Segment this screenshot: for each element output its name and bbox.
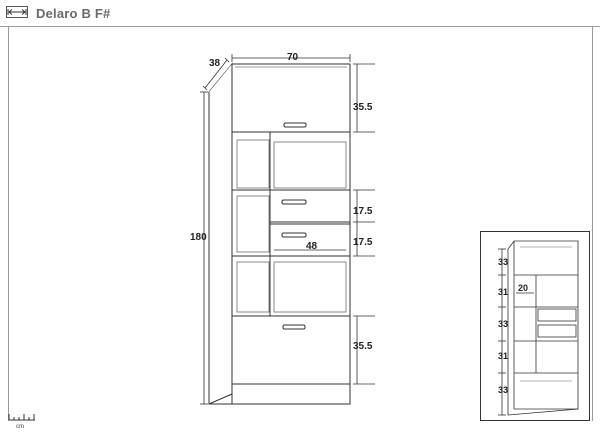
top-door-handle — [283, 122, 307, 128]
inset-shelf-height-4: 31 — [498, 351, 508, 361]
inset-shelf-width: 20 — [518, 283, 528, 293]
inset-shelf-height-2: 31 — [498, 287, 508, 297]
frame-right-border — [592, 26, 593, 421]
dim-width: 70 — [287, 52, 299, 63]
dim-height: 180 — [190, 232, 207, 243]
width-measure-icon — [6, 6, 28, 18]
ruler-icon — [8, 414, 35, 421]
dim-drawer-bottom: 17.5 — [353, 237, 373, 248]
inset-shelf-height-1: 33 — [498, 257, 508, 267]
bottom-door-handle — [282, 324, 306, 330]
lower-drawer-handle — [281, 232, 307, 238]
dim-inner-width: 48 — [306, 241, 318, 252]
interior-inset-diagram: 33 31 33 31 33 20 — [480, 231, 590, 421]
header-bar: Delaro B F# — [0, 0, 600, 27]
product-title: Delaro B F# — [36, 6, 111, 21]
ruler-unit-label: cm — [16, 424, 24, 430]
frame-left-border — [8, 26, 9, 421]
handles — [281, 122, 307, 330]
upper-drawer-handle — [281, 199, 307, 205]
dim-top-door: 35.5 — [353, 102, 373, 113]
dim-bottom-door: 35.5 — [353, 341, 373, 352]
dim-depth: 38 — [209, 58, 221, 69]
inset-shelf-height-3: 33 — [498, 319, 508, 329]
inset-shelf-height-5: 33 — [498, 385, 508, 395]
dim-drawer-top: 17.5 — [353, 206, 373, 217]
